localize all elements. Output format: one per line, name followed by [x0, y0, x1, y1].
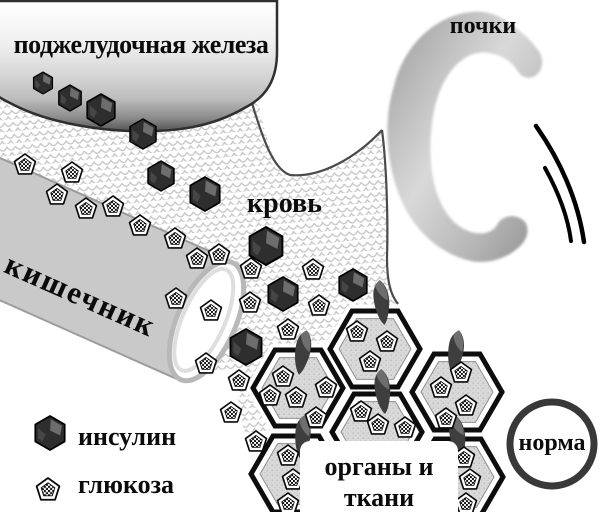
legend-glucose-label: глюкоза [78, 470, 175, 499]
kidneys-label: почки [449, 13, 517, 39]
legend-insulin-label: инсулин [78, 422, 177, 451]
kidney-body [387, 11, 543, 263]
insulin-icon [147, 160, 175, 192]
insulin-icon [229, 328, 263, 366]
pancreas-label: поджелудочная железа [13, 30, 269, 59]
insulin-icon [58, 84, 82, 112]
insulin-icon [129, 118, 157, 150]
glucose-icon [219, 401, 243, 423]
legend-glucose-icon [35, 477, 61, 501]
kidney-shape [387, 11, 587, 263]
norm-label: норма [518, 430, 586, 456]
ureter-line [543, 166, 573, 243]
blood-label: кровь [247, 188, 322, 219]
intestine-opening [166, 258, 247, 384]
pancreas-shape [0, 0, 279, 133]
norm-circle [506, 398, 598, 490]
insulin-icon [189, 176, 221, 212]
insulin-icon [267, 276, 299, 312]
organs-label-line2: ткани [343, 483, 415, 512]
intestine-opening-rim [172, 266, 236, 373]
insulin-icon [32, 71, 54, 95]
legend-insulin-icon [34, 415, 66, 451]
insulin-icon [86, 93, 116, 127]
vessel-edge-top [250, 102, 383, 177]
organs-label-line1: органы и [324, 452, 434, 481]
intestine-shape [0, 140, 247, 384]
vessel-edge-right [380, 129, 399, 305]
ureter-line [533, 123, 587, 245]
insulin-icon [248, 226, 284, 266]
insulin-icon [338, 268, 368, 302]
organs-tissues-label-box: органы и ткани [300, 441, 458, 512]
